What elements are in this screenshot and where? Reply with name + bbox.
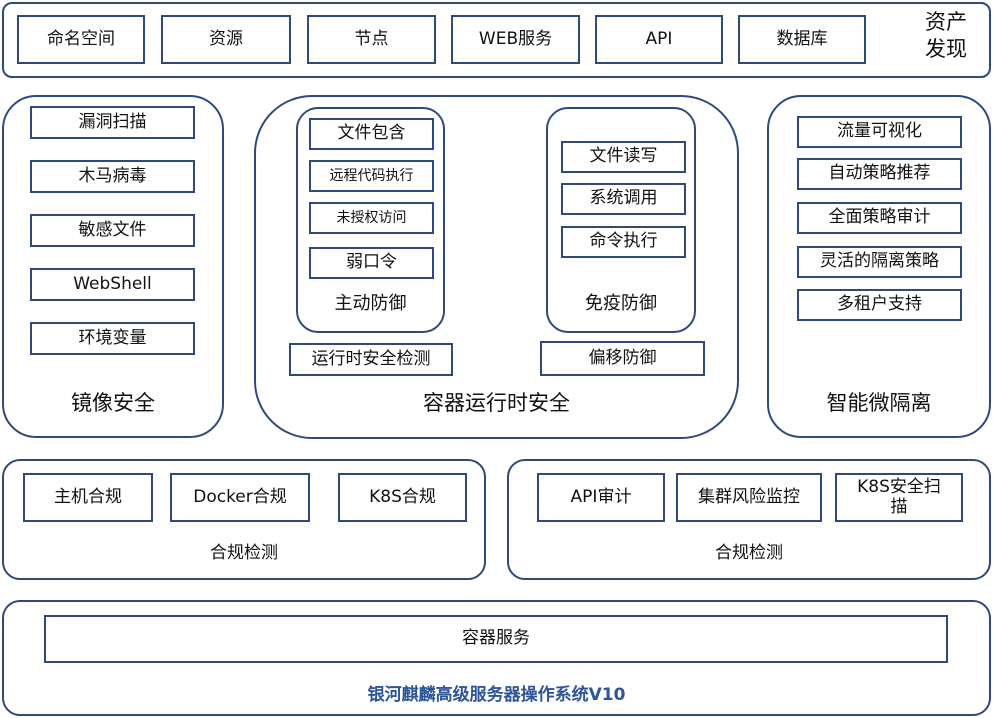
asset-namespace: 命名空间 — [17, 15, 145, 64]
image-vuln-scan: 漏洞扫描 — [30, 106, 195, 139]
compliance-k8s: K8S合规 — [338, 473, 467, 522]
image-sensitive-file: 敏感文件 — [30, 214, 195, 247]
active-file-inclusion: 文件包含 — [309, 118, 434, 150]
compliance-cluster-risk: 集群风险监控 — [676, 473, 822, 522]
compliance-docker: Docker合规 — [170, 473, 310, 522]
compliance-api-audit: API审计 — [537, 473, 665, 522]
drift-defense: 偏移防御 — [540, 341, 705, 376]
compliance-right-title: 合规检测 — [715, 543, 783, 563]
active-weak-password: 弱口令 — [309, 247, 434, 279]
image-security-panel — [2, 95, 224, 438]
compliance-k8s-scan: K8S安全扫 描 — [835, 473, 963, 522]
asset-web-service: WEB服务 — [451, 15, 580, 64]
isolation-traffic-visual: 流量可视化 — [797, 116, 962, 148]
isolation-policy-audit: 全面策略审计 — [797, 202, 962, 234]
isolation-auto-policy: 自动策略推荐 — [797, 158, 962, 190]
image-webshell: WebShell — [30, 268, 195, 301]
os-name: 银河麒麟高级服务器操作系统V10 — [367, 685, 626, 705]
active-defense-title: 主动防御 — [334, 293, 407, 314]
asset-database: 数据库 — [738, 15, 866, 64]
compliance-left-title: 合规检测 — [210, 543, 278, 563]
active-unauthorized-access: 未授权访问 — [309, 202, 434, 234]
immune-file-read-write: 文件读写 — [561, 141, 686, 173]
active-remote-code-exec: 远程代码执行 — [309, 160, 434, 192]
immune-command-exec: 命令执行 — [561, 226, 686, 258]
asset-resource: 资源 — [161, 15, 291, 64]
compliance-host: 主机合规 — [23, 473, 153, 522]
image-security-title: 镜像安全 — [71, 391, 155, 415]
runtime-security-title: 容器运行时安全 — [423, 391, 570, 415]
isolation-multi-tenant: 多租户支持 — [797, 289, 962, 321]
immune-system-call: 系统调用 — [561, 183, 686, 215]
isolation-flexible-policy: 灵活的隔离策略 — [797, 246, 962, 278]
asset-discovery-title: 资产 发现 — [925, 10, 967, 61]
image-trojan-virus: 木马病毒 — [30, 160, 195, 193]
runtime-detection: 运行时安全检测 — [289, 343, 453, 376]
container-service: 容器服务 — [44, 615, 948, 663]
image-env-var: 环境变量 — [30, 322, 195, 355]
micro-isolation-title: 智能微隔离 — [826, 391, 932, 415]
asset-node: 节点 — [307, 15, 436, 64]
immune-defense-title: 免疫防御 — [585, 293, 657, 314]
asset-api: API — [595, 15, 723, 64]
